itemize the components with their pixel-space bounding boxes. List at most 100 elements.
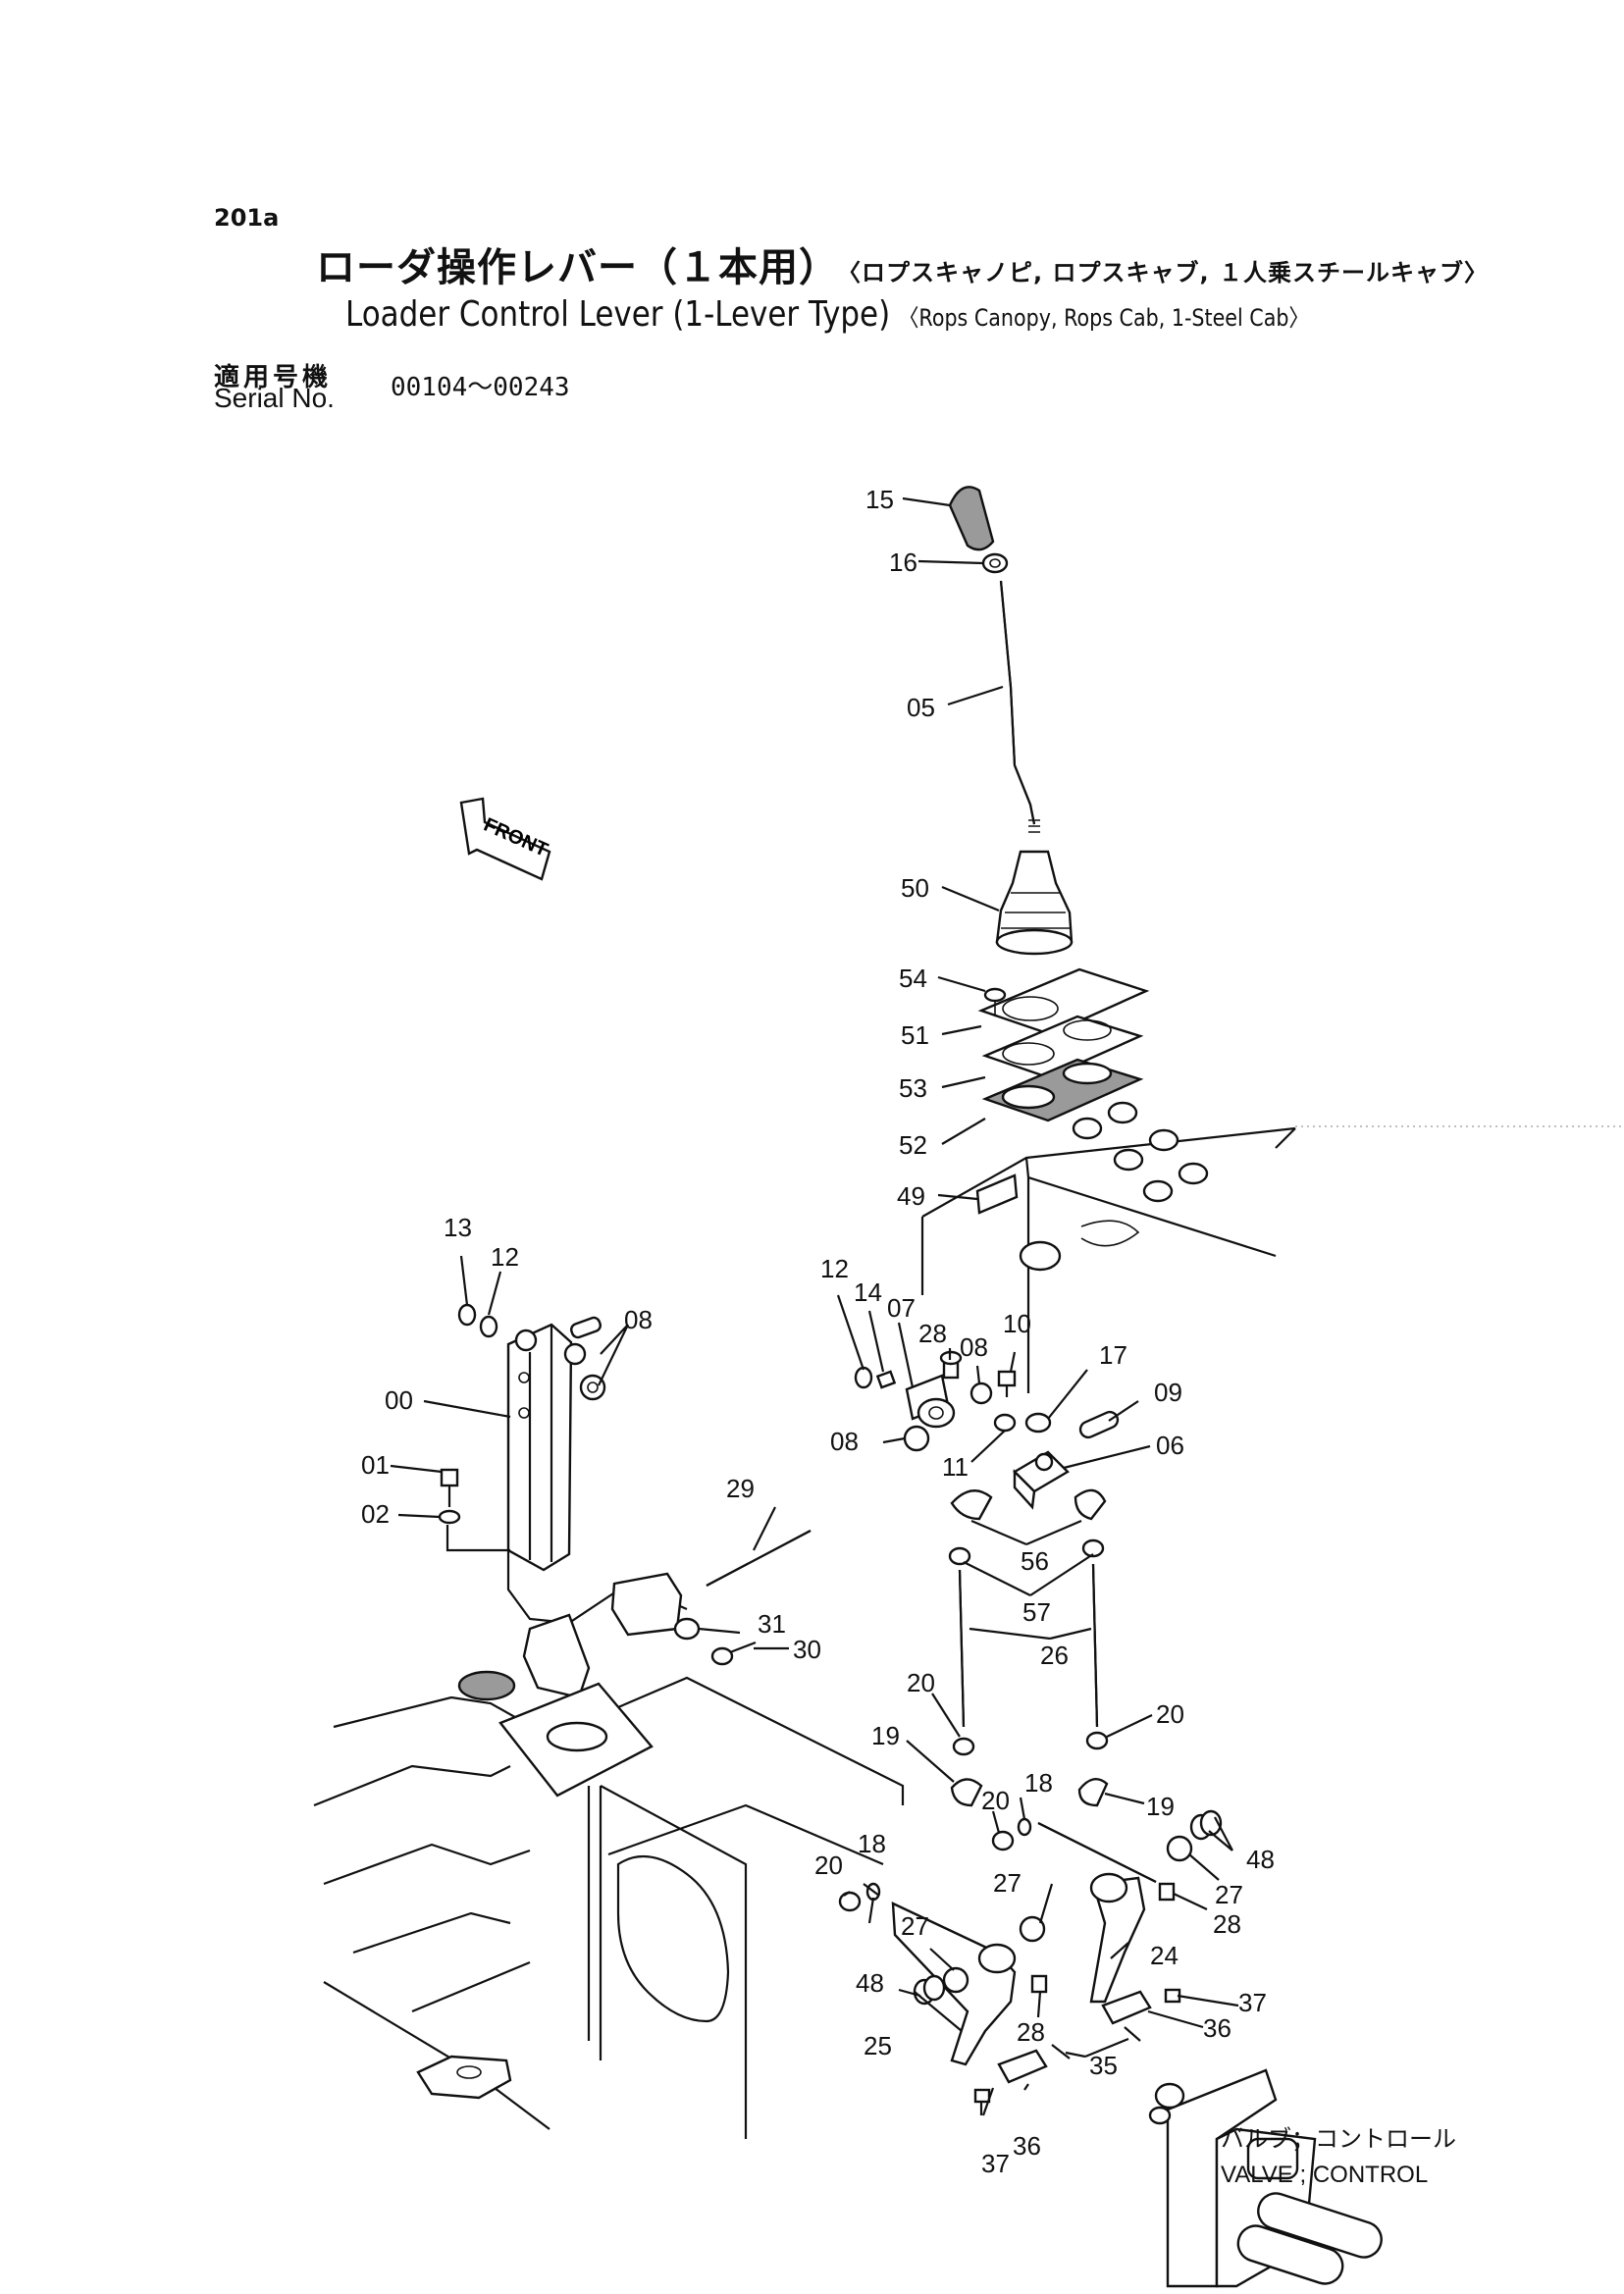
valve-label-english: VALVE ; CONTROL [1221,2162,1428,2188]
callout-52: 52 [899,1130,927,1160]
nuts-20-upper [952,1731,1109,1756]
callout-29: 29 [726,1474,755,1503]
block-06 [1013,1450,1070,1510]
callout-20-left-lower: 20 [814,1851,843,1880]
front-arrow: FRONT [459,797,551,881]
nuts-57 [948,1538,1105,1566]
valve-label-japanese: バルブ；コントロール [1221,2125,1456,2153]
callout-26: 26 [1040,1641,1069,1670]
callout-20-mid: 20 [981,1786,1010,1815]
washer-02 [438,1509,461,1525]
callout-19-left: 19 [871,1721,900,1750]
callout-12: 12 [491,1242,519,1272]
callout-27-center: 27 [993,1868,1022,1898]
callout-48-left: 48 [856,1968,884,1998]
callout-57: 57 [1022,1597,1051,1627]
bolt-10 [997,1370,1017,1397]
callout-37-right: 37 [1238,1988,1267,2017]
console-housing [920,1101,1624,1393]
bushing-08b [969,1382,993,1405]
left-bracket [506,1316,688,1699]
page-code: 201a [214,204,280,232]
grease-fittings-28 [1030,1882,1176,1994]
cross-shaft [1037,1822,1157,1883]
title-japanese-main: ローダ操作レバー（１本用） [316,245,839,290]
bushings-27 [942,1835,1193,1994]
callout-15: 15 [865,485,894,514]
callout-48-right: 48 [1246,1845,1275,1874]
leader-lines [390,496,1239,2116]
callout-10: 10 [1003,1309,1031,1338]
pin-29 [706,1530,812,1587]
nut-11 [993,1413,1017,1433]
machine-frame [313,1670,905,2139]
bolt-01 [440,1468,459,1507]
control-rods-26 [958,1563,1099,1728]
bushing-08a [579,1374,606,1401]
callout-25: 25 [864,2031,892,2060]
callout-18-right: 18 [1024,1768,1053,1798]
callout-08-left: 08 [624,1305,653,1334]
title-japanese: ローダ操作レバー（１本用） 〈ロプスキャノピ, ロプスキャブ, １人乗スチールキャ… [316,235,1489,292]
springs-48 [913,1809,1223,2006]
callout-37-left: 37 [981,2149,1010,2178]
callout-08-lower: 08 [830,1427,859,1456]
callout-51: 51 [901,1020,929,1050]
rod-ends-56 [950,1488,1107,1521]
callout-56: 56 [1021,1546,1049,1576]
washer-13 [457,1303,477,1327]
callout-16: 16 [889,547,917,577]
clamps-36 [997,1990,1152,2084]
callout-20-right: 20 [1156,1699,1184,1729]
lever-knob [948,486,995,551]
serial-label-japanese: 適用号機 [214,363,333,392]
yoke-07 [905,1374,956,1429]
plate-screw [983,987,1007,1017]
callout-01: 01 [361,1450,390,1480]
callout-36-left: 36 [1013,2131,1041,2161]
control-lever-rod [999,580,1040,833]
callout-28-lower: 28 [1017,2017,1045,2047]
pins-35 [1051,2026,1141,2059]
title-english-main: Loader Control Lever (1-Lever Type) [345,294,891,335]
lever-arm-24 [1089,1872,1146,2004]
callout-07: 07 [887,1293,916,1323]
callout-24: 24 [1150,1941,1179,1970]
callout-27-left: 27 [901,1911,929,1941]
callout-08-center: 08 [960,1332,988,1362]
callout-13: 13 [444,1213,472,1242]
spring-pin-14 [875,1370,897,1389]
serial-label-english: Serial No. [214,383,335,413]
bushing-08c [903,1425,930,1452]
callout-35: 35 [1089,2051,1118,2080]
pin-09 [1078,1410,1120,1439]
lever-boot [995,850,1074,956]
callout-53: 53 [899,1073,927,1103]
callout-06: 06 [1156,1431,1184,1460]
callout-02: 02 [361,1499,390,1529]
callout-50: 50 [901,873,929,903]
cover-plate [977,967,1150,1036]
callout-17: 17 [1099,1340,1127,1370]
rod-ends-19 [950,1778,1109,1807]
callout-31: 31 [758,1609,786,1639]
callout-12-center: 12 [820,1254,849,1283]
nut-31 [673,1617,701,1641]
callout-20-left: 20 [907,1668,935,1697]
nut-17 [1024,1412,1052,1434]
title-english: Loader Control Lever (1-Lever Type)〈Rops… [345,294,1309,335]
washer-12b [854,1366,873,1389]
callout-00: 00 [385,1385,413,1415]
callout-27-right: 27 [1215,1880,1243,1909]
callout-28-right: 28 [1213,1909,1241,1939]
title-english-variants: 〈Rops Canopy, Rops Cab, 1-Steel Cab〉 [898,304,1310,332]
seal-plate [981,1058,1144,1122]
callout-18-left: 18 [858,1829,886,1858]
serial-range: 00104～00243 [391,373,570,402]
lever-nut [981,552,1009,574]
callout-49: 49 [897,1181,925,1211]
callout-14: 14 [854,1277,882,1307]
title-japanese-variants: 〈ロプスキャノピ, ロプスキャブ, １人乗スチールキャブ〉 [849,259,1489,287]
control-valve [1148,2068,1383,2288]
